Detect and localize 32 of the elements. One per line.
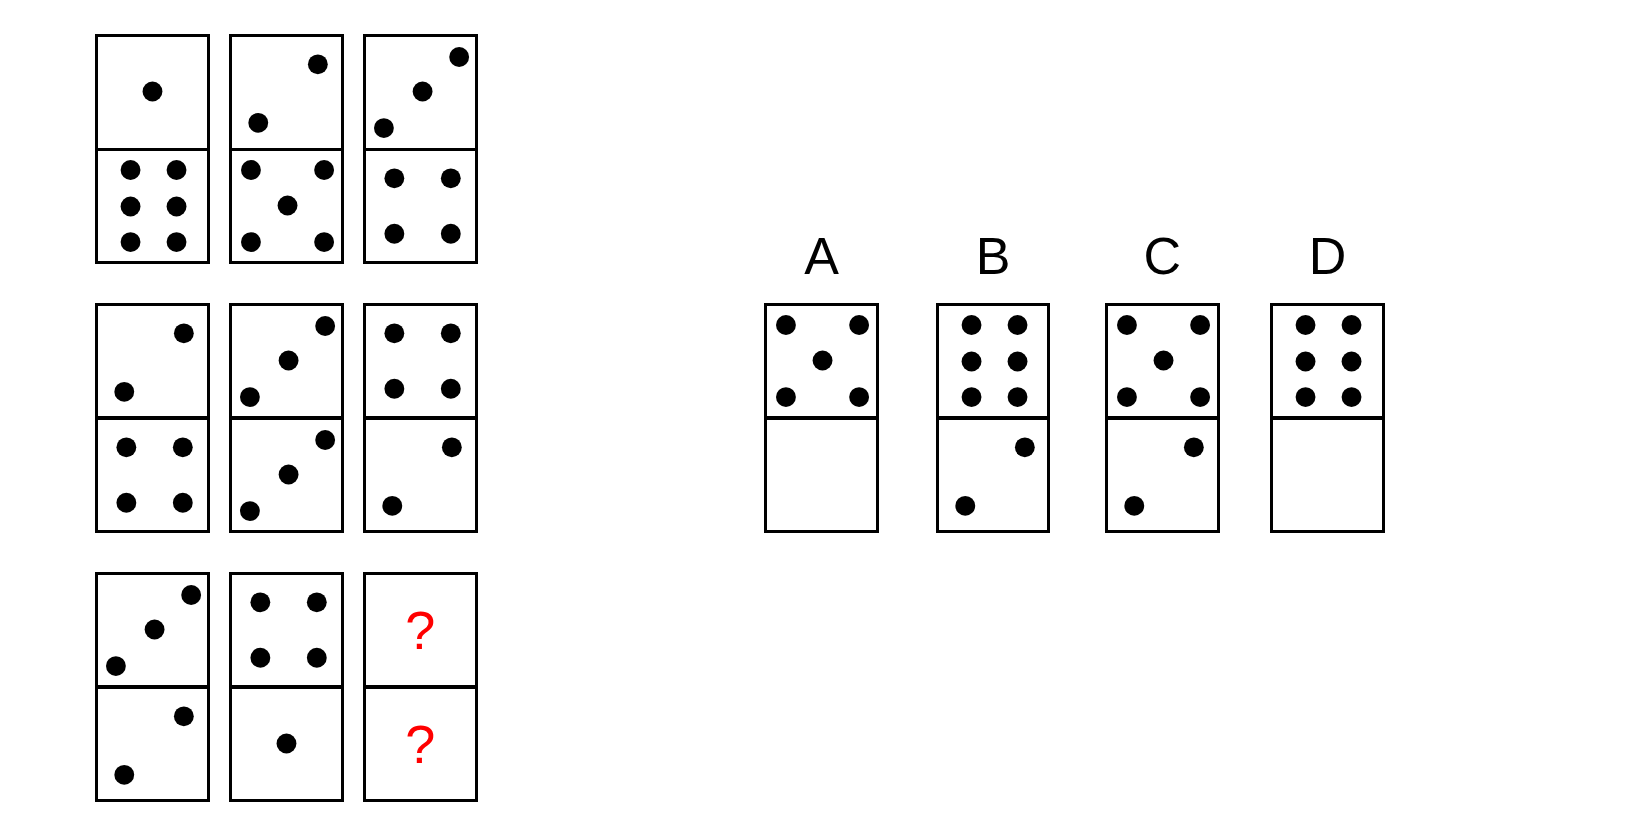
question-mark: ? xyxy=(404,716,437,771)
domino-half xyxy=(1270,303,1385,420)
domino-half xyxy=(1270,417,1385,534)
domino-half xyxy=(362,303,478,420)
domino-half xyxy=(764,417,880,534)
domino-half xyxy=(95,685,211,802)
domino-half xyxy=(228,571,344,688)
domino-half xyxy=(95,303,211,420)
option-letter: D xyxy=(1308,229,1347,282)
domino-half xyxy=(228,303,344,420)
option-letter: A xyxy=(804,229,839,282)
domino-half xyxy=(362,685,478,802)
domino-half xyxy=(362,34,478,151)
domino-half xyxy=(95,34,211,151)
domino-half xyxy=(1104,417,1220,534)
option-letter: C xyxy=(1143,229,1182,282)
domino-half xyxy=(1104,303,1220,420)
domino-half xyxy=(935,303,1051,420)
domino-half xyxy=(362,571,478,688)
domino-half xyxy=(228,148,344,265)
domino-half xyxy=(362,417,478,534)
domino-half xyxy=(935,417,1051,534)
domino-half xyxy=(95,571,211,688)
domino-half xyxy=(362,148,478,265)
domino-half xyxy=(95,148,211,265)
domino-half xyxy=(764,303,880,420)
domino-half xyxy=(95,417,211,534)
domino-half xyxy=(228,685,344,802)
domino-half xyxy=(228,34,344,151)
question-mark: ? xyxy=(404,602,437,657)
domino-half xyxy=(228,417,344,534)
option-letter: B xyxy=(975,229,1011,282)
